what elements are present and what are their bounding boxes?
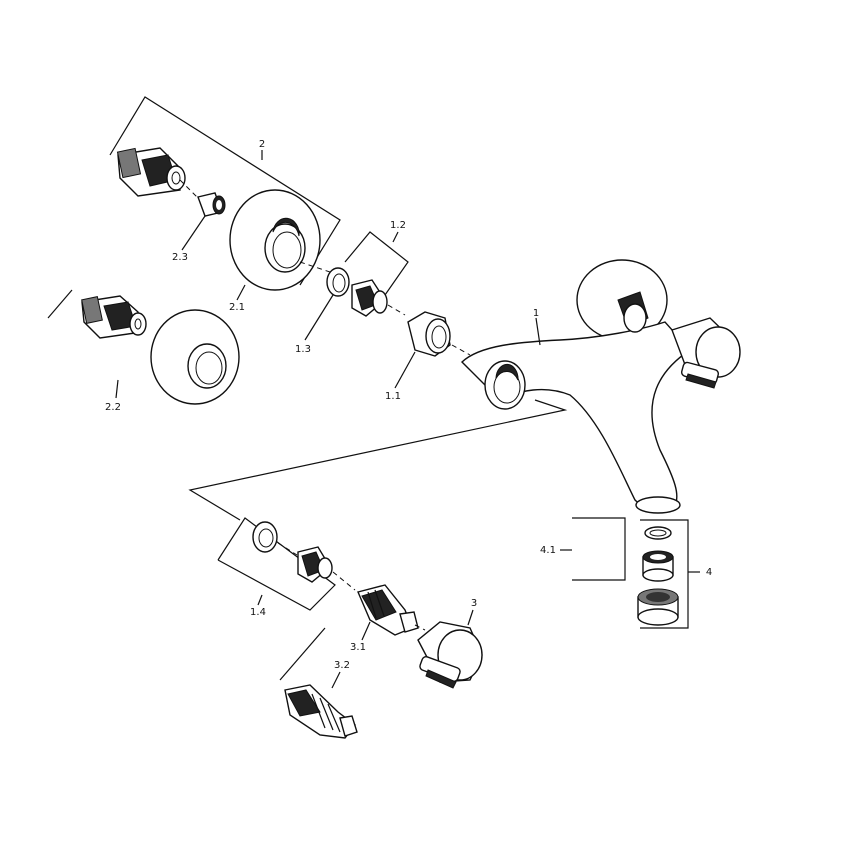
label-2-2: 2.2: [105, 402, 121, 413]
leader-2-1: [236, 284, 246, 301]
escutcheon-2-2: [150, 309, 240, 405]
label-4: 4: [706, 567, 712, 578]
label-4-1: 4.1: [540, 545, 556, 556]
label-2-1: 2.1: [229, 302, 245, 313]
handle-3: [417, 621, 483, 689]
washer-1-4: [252, 521, 278, 553]
label-2-3: 2.3: [172, 252, 188, 263]
connector-fitting-lower: [81, 295, 147, 339]
aerator-housing: [637, 588, 679, 626]
connector-fitting-upper: [116, 147, 186, 197]
label-2: 2: [259, 139, 265, 150]
label-3-2: 3.2: [334, 660, 350, 671]
aerator-washer: [644, 526, 672, 540]
mixer-body-1: [460, 259, 741, 514]
bracket-4-1: [572, 517, 626, 581]
leader-3-2: [331, 671, 341, 689]
connection-line: [188, 399, 568, 521]
axis-line-1-4: [277, 542, 298, 556]
leader-2-2: [115, 379, 119, 399]
label-1-1: 1.1: [385, 391, 401, 402]
bracket-2-2: [47, 289, 73, 319]
washer-1-3: [326, 267, 350, 297]
nipple-1-2: [351, 279, 388, 317]
bracket-1-2: [344, 231, 409, 296]
escutcheon-2-1: [229, 189, 321, 291]
headpart-3-2: [279, 627, 358, 739]
leader-3-1: [361, 621, 371, 641]
bracket-4: [640, 519, 689, 629]
aerator-insert: [642, 550, 674, 582]
axis-line-2-3: [179, 179, 199, 199]
label-1-2: 1.2: [390, 220, 406, 231]
leader-1: [535, 317, 541, 346]
headpart-3-1: [357, 584, 419, 636]
aerator-group-4: [560, 517, 700, 629]
nut-1-1: [407, 311, 451, 357]
bracket-2: [109, 96, 341, 286]
label-1-3: 1.3: [295, 344, 311, 355]
axis-line-spout: [451, 344, 471, 356]
leader-3: [467, 609, 474, 626]
bracket-3-2: [279, 627, 326, 681]
leader-1-4: [257, 594, 263, 606]
leader-2-3: [181, 215, 206, 251]
bracket-1-4: [217, 517, 336, 611]
assembly-1-2: [299, 231, 471, 389]
body-handle-knob: [671, 317, 741, 389]
axis-line-3: [414, 624, 426, 631]
label-3-1: 3.1: [350, 642, 366, 653]
label-1: 1: [533, 308, 539, 319]
label-1-4: 1.4: [250, 607, 266, 618]
nipple-1-4: [297, 546, 333, 583]
assembly-2: [47, 96, 341, 405]
axis-line-3-1: [332, 571, 356, 591]
label-3: 3: [471, 598, 477, 609]
axis-line-1-1: [387, 304, 406, 316]
leader-1-3: [304, 294, 334, 341]
leader-1-1: [394, 351, 416, 389]
leader-1-2: [392, 231, 399, 243]
assembly-1-4: [217, 517, 356, 611]
bushing-2-3: [197, 192, 226, 217]
